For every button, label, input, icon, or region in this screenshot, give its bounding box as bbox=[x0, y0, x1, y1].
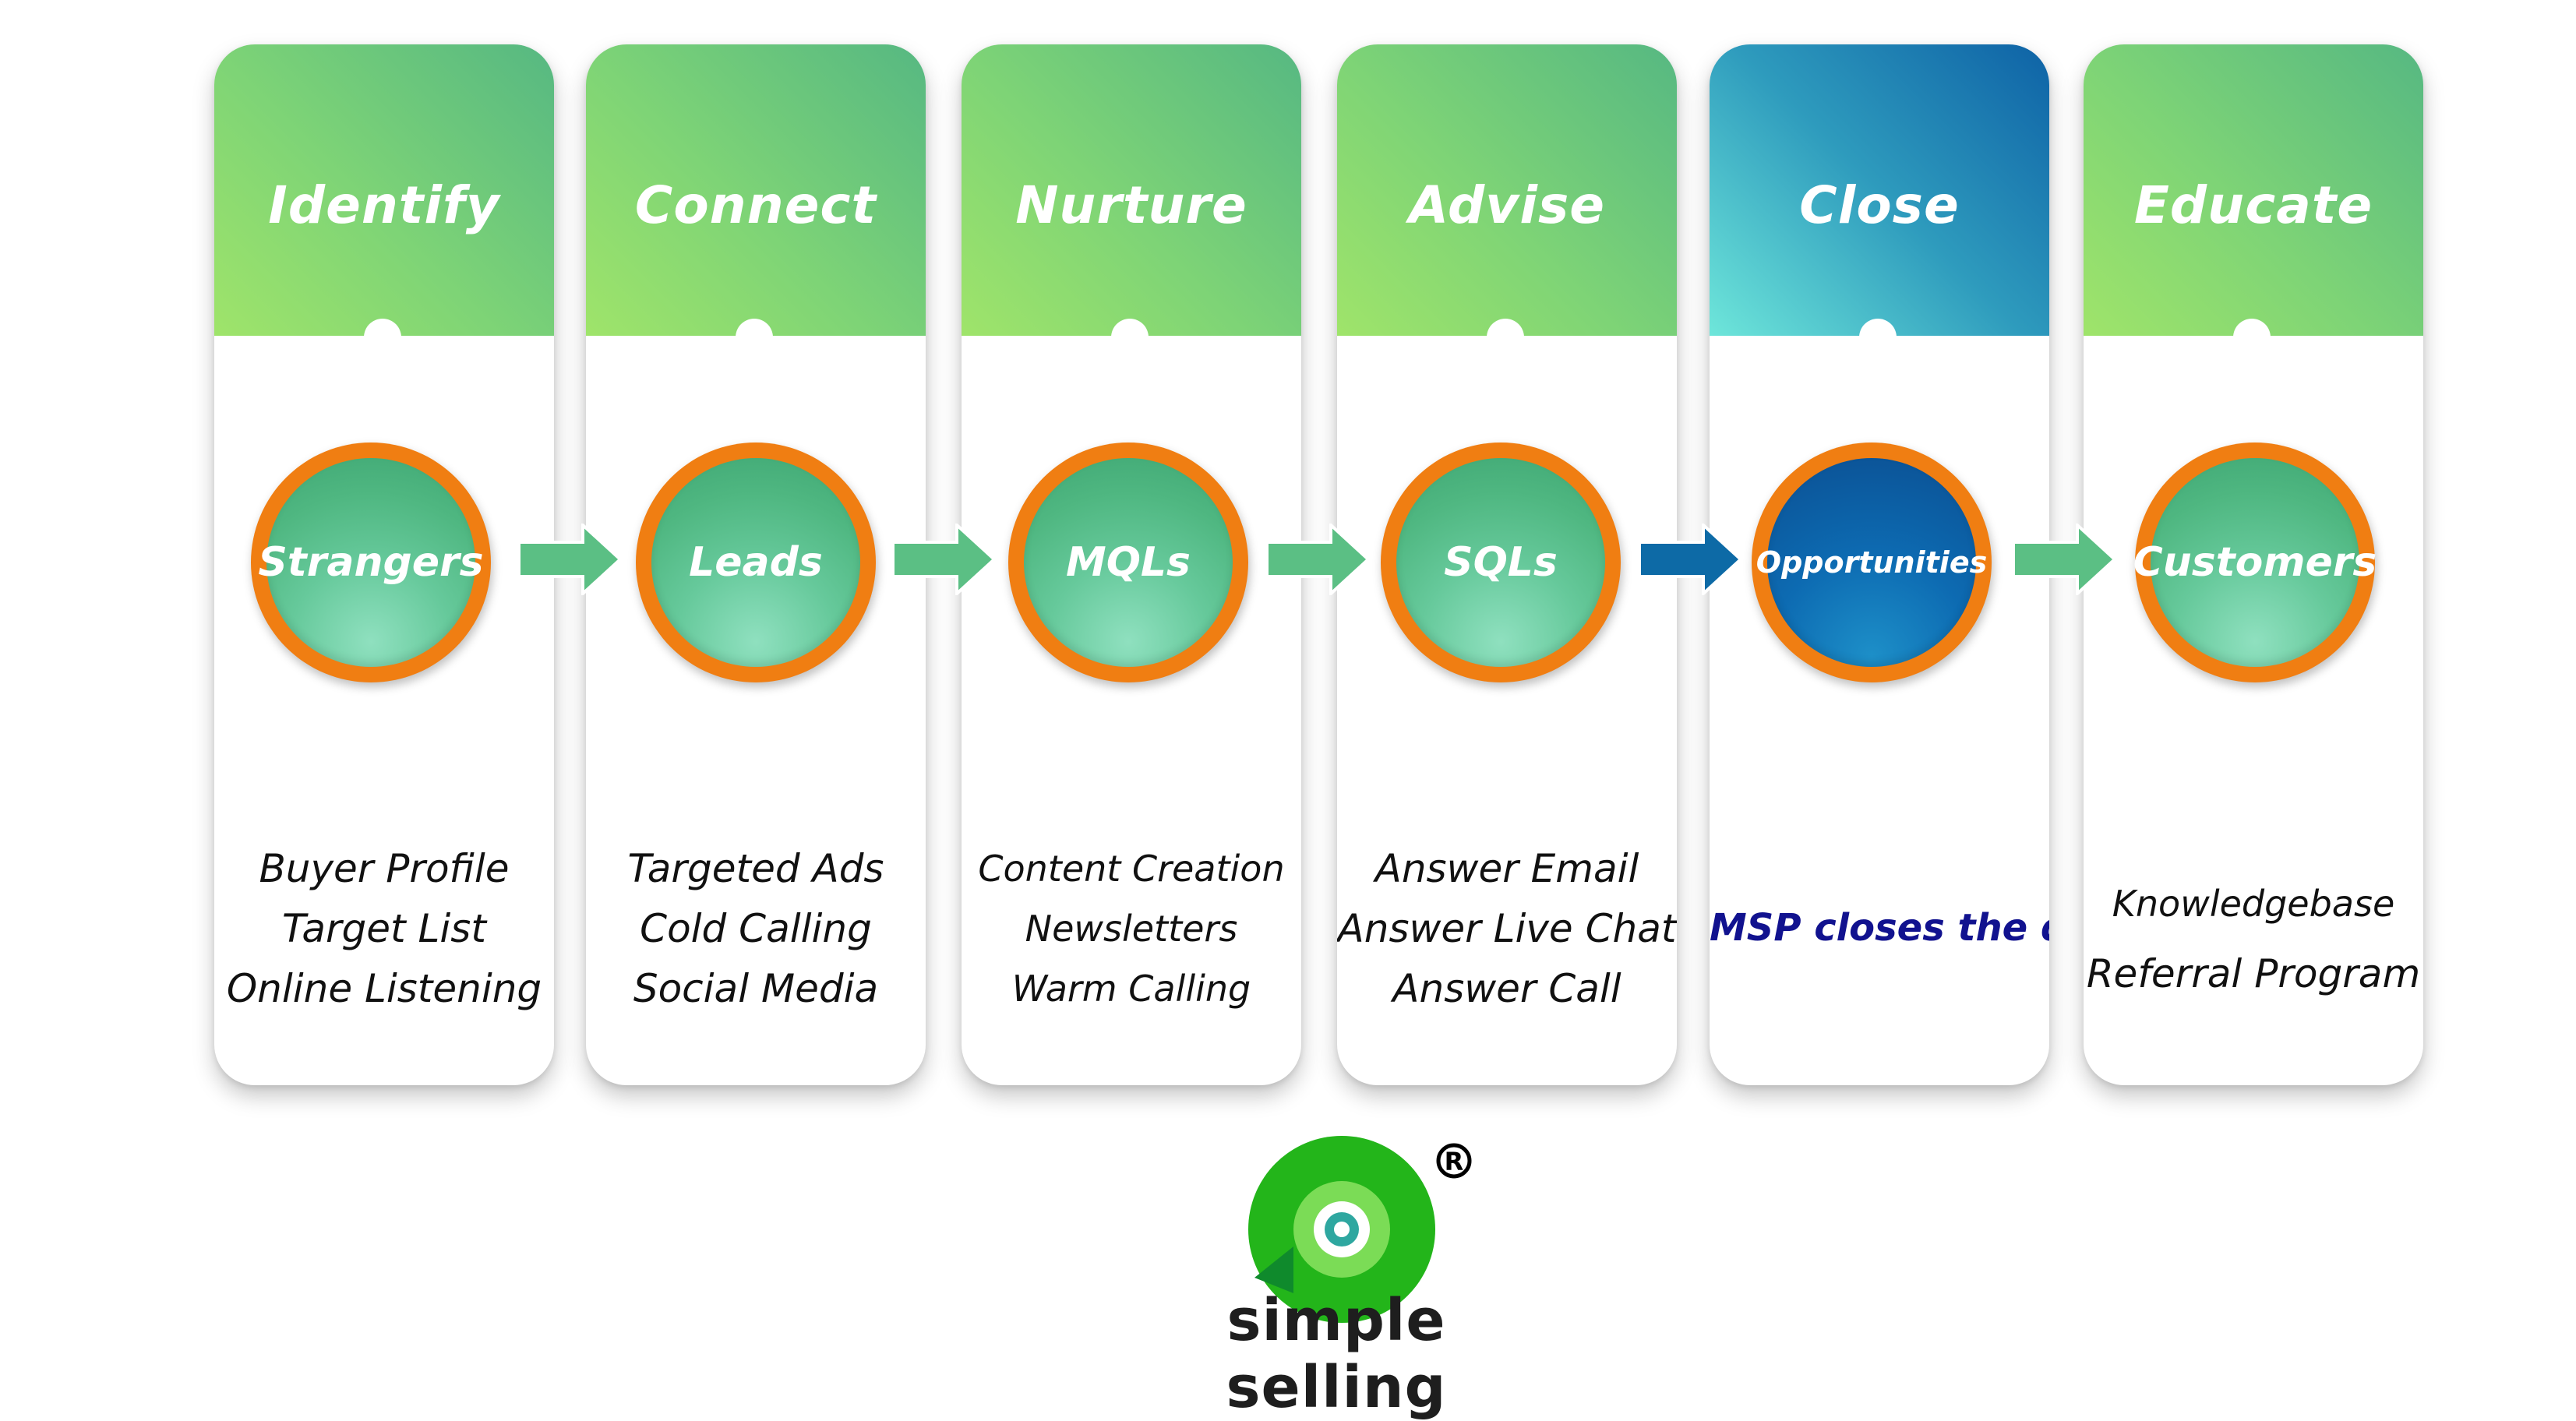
node-sqls: SQLs bbox=[1381, 443, 1621, 682]
task-item: Targeted Ads bbox=[627, 846, 884, 891]
stage-tasks: Targeted Ads Cold Calling Social Media bbox=[586, 839, 926, 1019]
task-item: Content Creation bbox=[978, 848, 1285, 890]
task-item: Social Media bbox=[633, 966, 879, 1011]
stage-card-close: Close MSP closes the deal bbox=[1710, 44, 2049, 1085]
node-label: Strangers bbox=[258, 539, 484, 586]
task-item: Knowledgebase bbox=[2112, 883, 2395, 925]
stage-header bbox=[962, 44, 1301, 336]
node-fill: Customers bbox=[2133, 458, 2377, 667]
stage-title: Educate bbox=[2133, 175, 2373, 235]
node-label: MQLs bbox=[1065, 539, 1191, 586]
stage-tasks: Answer Email Answer Live Chat Answer Cal… bbox=[1337, 839, 1677, 1019]
stage-tasks: Content Creation Newsletters Warm Callin… bbox=[962, 839, 1301, 1019]
task-item: Online Listening bbox=[226, 966, 542, 1011]
arrow-right-icon bbox=[1265, 524, 1370, 595]
node-label: Customers bbox=[2133, 539, 2377, 586]
task-item: Newsletters bbox=[1025, 908, 1238, 950]
task-item: Target List bbox=[282, 906, 486, 951]
task-item: Answer Email bbox=[1374, 846, 1639, 891]
stage-title: Close bbox=[1799, 175, 1960, 235]
stage-header bbox=[1710, 44, 2049, 336]
task-item: Warm Calling bbox=[1011, 968, 1251, 1010]
node-label: Leads bbox=[689, 539, 823, 586]
stage-header bbox=[1337, 44, 1677, 336]
node-mqls: MQLs bbox=[1008, 443, 1248, 682]
close-note: MSP closes the deal bbox=[1710, 906, 2049, 950]
node-opportunities: Opportunities bbox=[1752, 443, 1992, 682]
arrow-right-icon bbox=[1638, 524, 1742, 595]
header-notch bbox=[1859, 319, 1897, 356]
stage-tasks: Knowledgebase Referral Program bbox=[2084, 869, 2423, 1009]
arrow-right-icon bbox=[2012, 524, 2116, 595]
stage-title: Connect bbox=[634, 175, 877, 235]
header-notch bbox=[2233, 319, 2271, 356]
node-fill: MQLs bbox=[1024, 458, 1233, 667]
stage-card-identify: Identify Buyer Profile Target List Onlin… bbox=[214, 44, 554, 1085]
task-item: Answer Call bbox=[1392, 966, 1621, 1011]
node-fill: Strangers bbox=[258, 458, 484, 667]
header-notch bbox=[1487, 319, 1524, 356]
node-customers: Customers bbox=[2133, 443, 2377, 682]
arrow-right-icon bbox=[891, 524, 996, 595]
header-notch bbox=[736, 319, 773, 356]
sales-funnel-diagram: Identify Buyer Profile Target List Onlin… bbox=[214, 44, 2423, 1421]
stage-header bbox=[214, 44, 554, 336]
header-notch bbox=[1111, 319, 1149, 356]
stage-tasks: Buyer Profile Target List Online Listeni… bbox=[214, 839, 554, 1019]
svg-text:R: R bbox=[1445, 1147, 1464, 1176]
node-fill: SQLs bbox=[1396, 458, 1605, 667]
stage-title: Nurture bbox=[1015, 175, 1247, 235]
brand-name: simple selling bbox=[1226, 1287, 1447, 1421]
task-item: Cold Calling bbox=[640, 906, 872, 951]
task-item: Referral Program bbox=[2086, 951, 2421, 996]
task-item: Buyer Profile bbox=[259, 846, 510, 891]
arrow-right-icon bbox=[517, 524, 622, 595]
node-leads: Leads bbox=[636, 443, 876, 682]
stage-header bbox=[2084, 44, 2423, 336]
stage-title: Identify bbox=[268, 175, 500, 235]
header-notch bbox=[364, 319, 401, 356]
stage-title: Advise bbox=[1409, 175, 1605, 235]
node-strangers: Strangers bbox=[251, 443, 491, 682]
node-label: Opportunities bbox=[1756, 545, 1988, 580]
node-fill: Leads bbox=[651, 458, 860, 667]
stage-header bbox=[586, 44, 926, 336]
simple-selling-logo-icon: R bbox=[1248, 1136, 1472, 1323]
node-fill: Opportunities bbox=[1756, 458, 1987, 667]
stage-tasks: MSP closes the deal bbox=[1710, 898, 2049, 958]
node-label: SQLs bbox=[1444, 539, 1558, 586]
task-item: Answer Live Chat bbox=[1337, 906, 1677, 951]
